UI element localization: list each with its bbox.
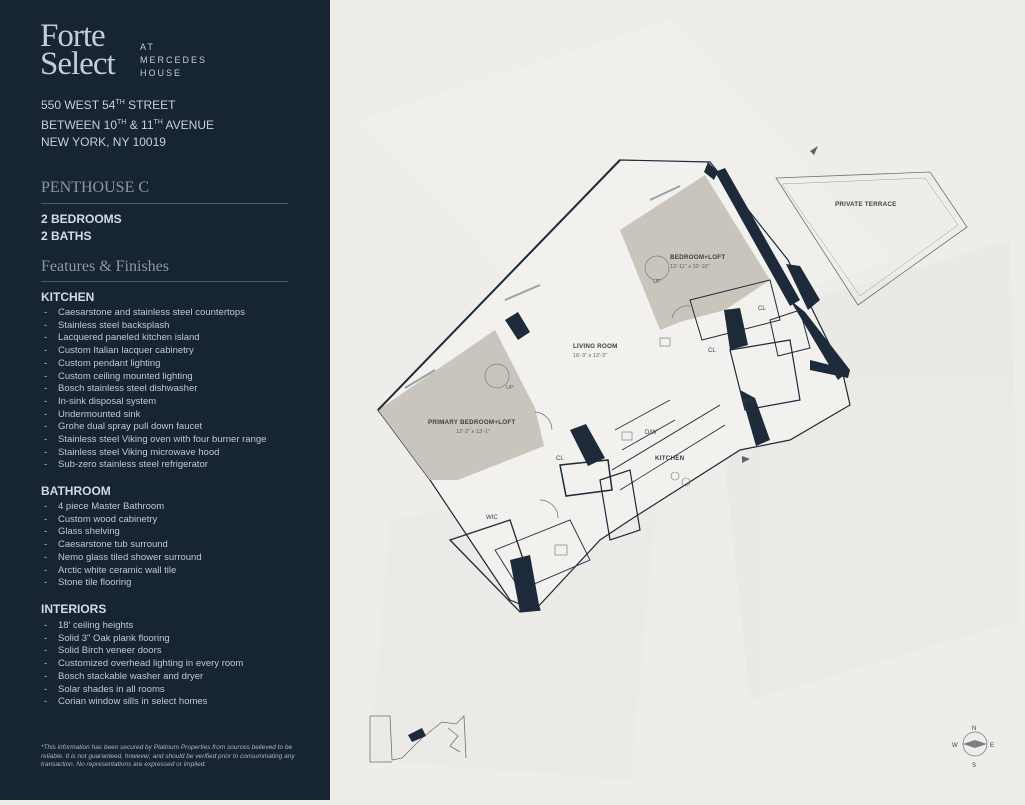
feature-item: Stainless steel backsplash <box>41 320 266 333</box>
disclaimer-text: *This information has been secured by Pl… <box>41 744 295 768</box>
dishwasher-label: D/W <box>645 430 657 436</box>
bedroom-loft-dimensions: 12'-11" x 10'-10" <box>670 264 710 270</box>
divider <box>41 203 288 204</box>
primary-bedroom-fill <box>378 330 544 480</box>
key-plan <box>369 715 467 763</box>
compass-s: S <box>972 763 976 769</box>
walk-in-closet-label: WIC <box>486 515 498 521</box>
living-room-label: LIVING ROOM <box>573 343 618 350</box>
feature-item: Caesarstone and stainless steel countert… <box>41 307 266 320</box>
closet-label: CL <box>556 456 564 462</box>
logo-line-2: Select <box>40 46 116 82</box>
compass-n: N <box>972 726 976 732</box>
kitchen-label: KITCHEN <box>655 455 685 462</box>
floor-plan-panel: PRIVATE TERRACE <box>330 0 1025 800</box>
closet-label: CL <box>758 306 766 312</box>
feature-item: Custom Italian lacquer cabinetry <box>41 345 266 358</box>
washer-dryer-label: W/D <box>743 399 755 405</box>
compass-rose: N S W E <box>952 726 994 769</box>
address-line-3: NEW YORK, NY 10019 <box>41 135 166 149</box>
spiral-stair-icon <box>644 255 670 281</box>
feature-item: Custom wood cabinetry <box>41 514 202 527</box>
bath-count: 2 BATHS <box>41 229 92 243</box>
feature-item: Nemo glass tiled shower surround <box>41 552 202 565</box>
entry-arrow-icon <box>742 456 750 463</box>
address-line-2: BETWEEN 10TH & 11TH AVENUE <box>41 114 214 134</box>
feature-item: Sub-zero stainless steel refrigerator <box>41 459 266 472</box>
feature-item: Solar shades in all rooms <box>41 684 243 697</box>
feature-item: Stone tile flooring <box>41 577 202 590</box>
kitchen-heading: KITCHEN <box>41 290 95 304</box>
logo-sub-line-3: HOUSE <box>140 68 183 78</box>
address-line-2-sup-1: TH <box>117 119 127 126</box>
address-line-2-sup-2: TH <box>153 119 163 126</box>
primary-bedroom-dimensions: 12'-2" x 13'-1" <box>456 429 490 435</box>
bedroom-loft-label: BEDROOM+LOFT <box>670 254 725 261</box>
unit-outline <box>377 159 851 613</box>
logo-line-1: Forte <box>40 18 106 54</box>
kitchen-feature-list: Caesarstone and stainless steel countert… <box>41 307 266 472</box>
bedroom-loft-fill <box>620 175 770 330</box>
primary-bedroom-label: PRIMARY BEDROOM+LOFT <box>428 419 515 426</box>
info-sidebar: Forte Select AT MERCEDES HOUSE 550 WEST … <box>0 0 330 800</box>
feature-item: Stainless steel Viking oven with four bu… <box>41 434 266 447</box>
address-line-2-b: & 11 <box>126 118 154 132</box>
living-room-dimensions: 16'-3" x 13'-3" <box>573 353 607 359</box>
address-line-1-a: 550 WEST 54 <box>41 98 116 112</box>
feature-item: Arctic white ceramic wall tile <box>41 565 202 578</box>
unit-title: PENTHOUSE C <box>41 179 150 196</box>
brand-logo: Forte Select AT MERCEDES HOUSE <box>40 18 205 82</box>
interiors-heading: INTERIORS <box>41 602 107 616</box>
floor-plan-svg: PRIVATE TERRACE <box>360 20 1020 780</box>
feature-item: Customized overhead lighting in every ro… <box>41 658 243 671</box>
feature-item: Glass shelving <box>41 526 202 539</box>
feature-item: Custom pendant lighting <box>41 358 266 371</box>
logo-subtitle: AT MERCEDES HOUSE <box>140 41 230 80</box>
feature-item: Caesarstone tub surround <box>41 539 202 552</box>
divider <box>41 281 288 282</box>
stair-up-label: UP <box>506 385 514 391</box>
feature-item: Corian window sills in select homes <box>41 696 243 709</box>
bathroom-heading: BATHROOM <box>41 484 111 498</box>
address-line-2-c: AVENUE <box>162 118 214 132</box>
feature-item: 18' ceiling heights <box>41 620 243 633</box>
compass-e: E <box>990 743 994 749</box>
feature-item: Bosch stainless steel dishwasher <box>41 383 266 396</box>
feature-item: Custom ceiling mounted lighting <box>41 371 266 384</box>
feature-item: Bosch stackable washer and dryer <box>41 671 243 684</box>
address-block: 550 WEST 54TH STREET BETWEEN 10TH & 11TH… <box>41 94 214 151</box>
logo-sub-line-2: MERCEDES <box>140 55 208 65</box>
closet-label: CL <box>708 348 716 354</box>
spiral-stair-icon <box>484 363 510 389</box>
interiors-feature-list: 18' ceiling heights Solid 3" Oak plank f… <box>41 620 243 709</box>
compass-needle-icon <box>963 740 987 748</box>
feature-item: Solid Birch veneer doors <box>41 645 243 658</box>
feature-item: 4 piece Master Bathroom <box>41 501 202 514</box>
feature-item: Solid 3" Oak plank flooring <box>41 633 243 646</box>
bathroom-feature-list: 4 piece Master Bathroom Custom wood cabi… <box>41 501 202 590</box>
address-line-1-b: STREET <box>124 98 176 112</box>
feature-item: Grohe dual spray pull down faucet <box>41 421 266 434</box>
unit-info: 2 BEDROOMS 2 BATHS <box>41 211 122 245</box>
feature-item: In-sink disposal system <box>41 396 266 409</box>
bedroom-count: 2 BEDROOMS <box>41 212 122 226</box>
stair-up-label: UP <box>653 279 661 285</box>
terrace-arrow-icon <box>810 146 818 155</box>
logo-sub-line-1: AT <box>140 42 155 52</box>
feature-item: Lacquered paneled kitchen island <box>41 332 266 345</box>
feature-item: Stainless steel Viking microwave hood <box>41 447 266 460</box>
logo-wordmark: Forte Select <box>40 18 116 82</box>
private-terrace <box>775 146 968 306</box>
features-title: Features & Finishes <box>41 258 169 275</box>
feature-item: Undermounted sink <box>41 409 266 422</box>
address-line-1: 550 WEST 54TH STREET <box>41 94 214 114</box>
terrace-label: PRIVATE TERRACE <box>835 201 897 208</box>
compass-w: W <box>952 743 958 749</box>
address-line-1-sup: TH <box>115 99 125 106</box>
address-line-2-a: BETWEEN 10 <box>41 118 118 132</box>
